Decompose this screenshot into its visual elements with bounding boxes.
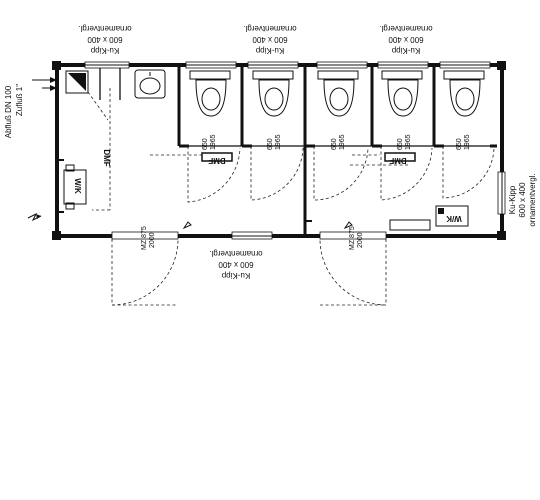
svg-text:600 x 400: 600 x 400 <box>518 182 527 218</box>
svg-text:Ku-Kipp: Ku-Kipp <box>255 46 284 55</box>
svg-text:600 x 400: 600 x 400 <box>252 35 288 44</box>
toilet-1 <box>189 70 231 117</box>
window-label-top-3: Ku-Kipp 600 x 400 ornamentvergl. <box>379 24 432 55</box>
corner-cabinet <box>65 70 89 94</box>
svg-text:ornamentvergl.: ornamentvergl. <box>209 249 262 258</box>
entrance-door-height: 2000 <box>357 232 364 248</box>
window-label-bottom: Ku-Kipp 600 x 400 ornamentvergl. <box>209 249 262 280</box>
svg-text:ornamentvergl.: ornamentvergl. <box>243 24 296 33</box>
cabin-door-swings <box>187 146 495 203</box>
dmf-label: DMF <box>102 149 111 166</box>
svg-text:600 x 400: 600 x 400 <box>218 260 254 269</box>
drain-label: Abfluß DN 100 <box>4 85 13 138</box>
window-label-right: Ku-Kipp 600 x 400 ornamentvergl. <box>508 173 537 226</box>
toilet-4 <box>381 70 423 117</box>
cabin-door-dims: 650 1965 650 1965 650 1965 650 1965 650 … <box>202 134 471 150</box>
wk-unit-right: W/K <box>389 205 469 231</box>
window-label-top-1: Ku-Kipp 600 x 400 ornamentvergl. <box>78 24 131 55</box>
entrance-door-type: MZ 875 <box>141 226 148 250</box>
corner-post <box>52 61 61 70</box>
svg-text:Ku-Kipp: Ku-Kipp <box>391 46 420 55</box>
cabin-door-width: 650 <box>397 138 404 150</box>
handle-symbol <box>343 221 353 230</box>
entrance-door-type: MZ 875 <box>349 226 356 250</box>
corner-post <box>497 231 506 240</box>
cabin-door-height: 1965 <box>210 134 217 150</box>
cabin-door-width: 650 <box>331 138 338 150</box>
cabin-door-width: 650 <box>267 138 274 150</box>
svg-text:Ku-Kipp: Ku-Kipp <box>508 185 517 214</box>
wash-basin <box>134 69 166 99</box>
urinal-marks <box>150 152 416 166</box>
left-room-fixtures <box>65 68 166 211</box>
cabin-door-height: 1965 <box>464 134 471 150</box>
entrance-door-opening <box>111 231 179 240</box>
entrance-doors <box>111 221 387 306</box>
top-windows <box>84 61 491 69</box>
window-label-top-2: Ku-Kipp 600 x 400 ornamentvergl. <box>243 24 296 55</box>
corner-post <box>52 231 61 240</box>
entrance-door-opening <box>319 231 387 240</box>
toilet-2 <box>252 70 294 117</box>
cabin-door-height: 1965 <box>275 134 282 150</box>
corner-post <box>497 61 506 70</box>
dmf-label: DMF <box>389 156 406 165</box>
utility-connections: Abfluß DN 100 Zufluß 1" <box>4 77 57 222</box>
toilet-5 <box>443 70 485 117</box>
cabin-door-height: 1965 <box>339 134 346 150</box>
urinal-bar <box>201 152 233 162</box>
svg-text:ornamentvergl.: ornamentvergl. <box>78 24 131 33</box>
wk-box <box>63 169 87 205</box>
dmf-label: DMF <box>208 156 225 165</box>
wk-label: W/K <box>446 214 462 223</box>
cabin-partitions <box>177 65 497 236</box>
entrance-door-height: 2000 <box>149 232 156 248</box>
cabin-door-width: 650 <box>456 138 463 150</box>
svg-text:ornamentvergl.: ornamentvergl. <box>528 173 537 226</box>
cabinet-fill <box>68 73 86 91</box>
toilet-3 <box>317 70 359 117</box>
svg-text:Ku-Kipp: Ku-Kipp <box>221 271 250 280</box>
svg-text:Ku-Kipp: Ku-Kipp <box>90 46 119 55</box>
cabin-door-height: 1965 <box>405 134 412 150</box>
svg-text:ornamentvergl.: ornamentvergl. <box>379 24 432 33</box>
wk-label: W/K <box>73 178 82 194</box>
toilets <box>189 70 485 117</box>
wk-unit-left: W/K <box>63 164 87 210</box>
entrance-door-dims: MZ 875 2000 MZ 875 2000 <box>141 226 364 250</box>
svg-text:600 x 400: 600 x 400 <box>388 35 424 44</box>
wk-box <box>435 205 469 227</box>
svg-text:600 x 400: 600 x 400 <box>87 35 123 44</box>
handle-symbol <box>182 221 192 230</box>
bench <box>389 219 431 231</box>
cabin-door-width: 650 <box>202 138 209 150</box>
supply-label: Zufluß 1" <box>15 84 24 116</box>
